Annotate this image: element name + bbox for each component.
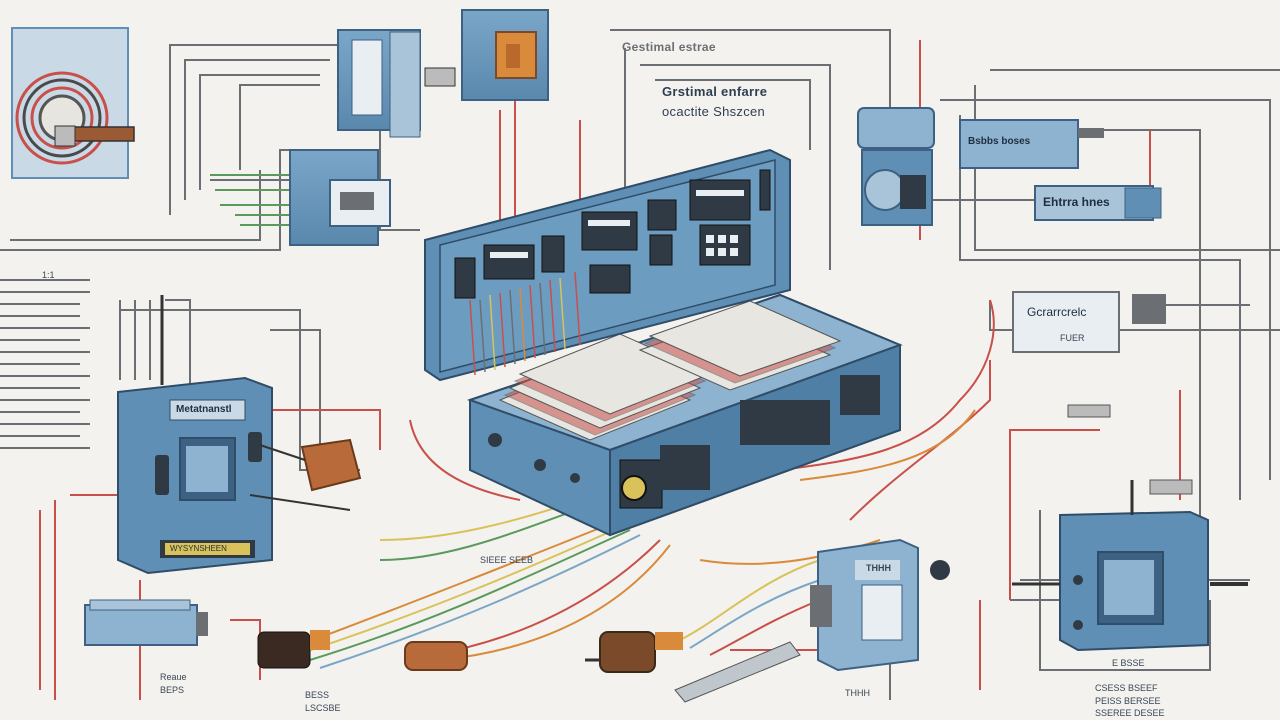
- module-right-c: [1012, 291, 1166, 353]
- rod-probe: [674, 641, 801, 703]
- terminal-right-2: [1149, 479, 1193, 495]
- small-bottom-mid-b: LSCSBE: [305, 703, 341, 713]
- central-control-unit: [424, 148, 903, 537]
- small-bottom-mid-a: BESS: [305, 690, 330, 700]
- brown-capacitor: [249, 438, 362, 511]
- card-stack: [498, 300, 842, 441]
- wire-bundle-bottom: [299, 299, 995, 669]
- relay-mid-left: [289, 149, 391, 246]
- fuse-bottom-c: [585, 631, 683, 673]
- right-module-b-label: Ehtrra hnes: [1043, 195, 1110, 209]
- top-header-label: Gestimal estrae: [622, 40, 716, 54]
- small-left-mid-label: 1:1: [42, 270, 55, 280]
- terminal-right: [1067, 404, 1111, 418]
- small-right-tag: E BSSE: [1112, 658, 1145, 668]
- ribbon-wires: [469, 271, 581, 376]
- module-right-a: [959, 119, 1104, 169]
- fuse-bottom-a: [257, 630, 330, 669]
- small-bottom-right-c: SSEREE DESEE: [1095, 708, 1165, 718]
- panel-subtitle-label: ocactite Shszcen: [662, 104, 766, 119]
- left-box-strip-label: WYSYNSHEEN: [170, 544, 227, 553]
- small-bottom-left-a: Reaue: [160, 672, 187, 682]
- right-control-box: [1012, 480, 1248, 652]
- relay-top-left: [337, 29, 456, 138]
- small-bottom-center-label: SIEEE SEEB: [480, 555, 534, 565]
- fuse-bottom-b: [404, 641, 468, 671]
- meter-header-label: THHH: [866, 563, 891, 573]
- panel-modules: [454, 169, 771, 299]
- wires-gray: [0, 29, 1280, 700]
- meter-box: [810, 538, 950, 672]
- pump-motor: [857, 107, 935, 226]
- small-meter-label: THHH: [845, 688, 870, 698]
- module-right-b: [1034, 185, 1162, 221]
- panel-leds: [490, 190, 744, 258]
- wires-green: [210, 174, 290, 226]
- left-control-box: [117, 295, 273, 575]
- coil-unit: [11, 27, 135, 179]
- relay-top-center: [461, 9, 549, 101]
- left-box-title-label: Metatnanstl: [176, 404, 232, 415]
- small-bottom-right-a: CSESS BSEEF: [1095, 683, 1158, 693]
- bottom-left-module: [84, 599, 208, 646]
- right-module-a-label: Bsbbs boses: [968, 136, 1031, 147]
- small-bottom-right-b: PEISS BERSEE: [1095, 696, 1161, 706]
- panel-title-label: Grstimal enfarre: [662, 84, 768, 99]
- small-bottom-left-b: BEPS: [160, 685, 185, 695]
- right-module-c-sub: FUER: [1060, 333, 1085, 343]
- right-module-c-label: Gcrarrcrelc: [1027, 305, 1087, 319]
